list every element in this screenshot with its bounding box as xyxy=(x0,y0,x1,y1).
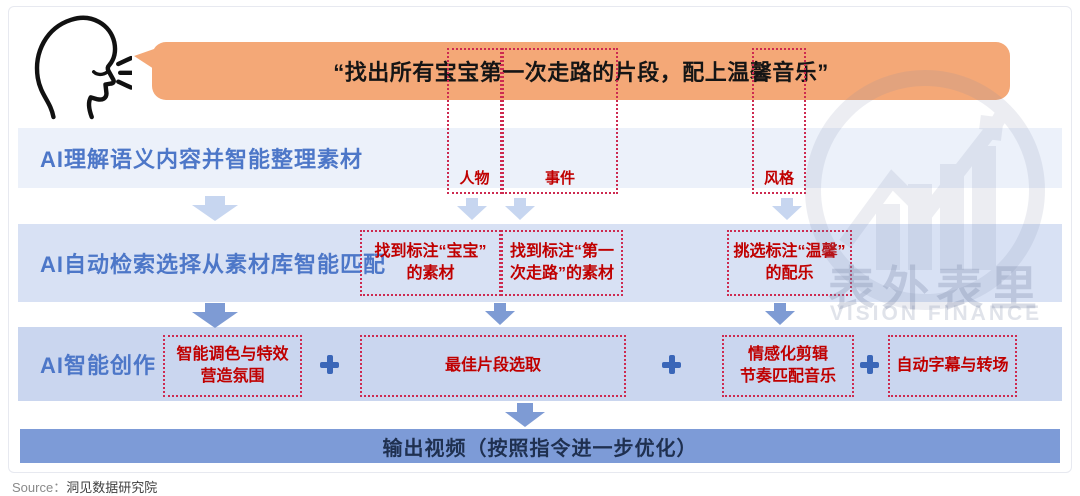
output-label: 输出视频（按照指令进一步优化） xyxy=(382,437,698,460)
row3-label: AI智能创作 xyxy=(40,353,157,378)
arrow-down-icon xyxy=(457,198,487,220)
match-box-person-text: 找到标注“宝宝” 的素材 xyxy=(374,242,487,282)
row-material-matching: AI自动检索选择从素材库智能匹配 xyxy=(18,224,1062,302)
band-label-style: 风格 xyxy=(763,170,794,187)
band-label-person: 人物 xyxy=(459,170,490,187)
creation-box-emotional-editing: 情感化剪辑 节奏匹配音乐 xyxy=(722,335,854,397)
source-prefix: Source： xyxy=(12,480,67,495)
creation-box-subtitles-transitions-text: 自动字幕与转场 xyxy=(896,356,1009,374)
content-frame xyxy=(8,6,1072,473)
match-box-style: 挑选标注“温馨” 的配乐 xyxy=(727,230,852,296)
creation-box-emotional-editing-text: 情感化剪辑 节奏匹配音乐 xyxy=(739,345,836,385)
speech-bubble-tail xyxy=(134,49,154,69)
plus-icon xyxy=(860,355,879,374)
match-box-person: 找到标注“宝宝” 的素材 xyxy=(360,230,501,296)
match-box-event: 找到标注“第一 次走路”的素材 xyxy=(501,230,623,296)
plus-icon xyxy=(320,355,339,374)
annotation-band-style: 风格 xyxy=(752,48,806,194)
match-box-style-text: 挑选标注“温馨” 的配乐 xyxy=(733,242,846,282)
annotation-band-person: 人物 xyxy=(447,48,502,194)
creation-box-color-grading: 智能调色与特效 营造氛围 xyxy=(163,335,302,397)
arrow-down-icon xyxy=(772,198,802,220)
arrow-down-icon xyxy=(485,303,515,325)
band-label-event: 事件 xyxy=(544,170,575,187)
arrow-down-icon xyxy=(765,303,795,325)
arrow-down-icon xyxy=(192,196,238,221)
annotation-band-event: 事件 xyxy=(502,48,618,194)
arrow-down-icon xyxy=(192,303,238,328)
match-box-event-text: 找到标注“第一 次走路”的素材 xyxy=(509,242,614,282)
creation-box-best-clips: 最佳片段选取 xyxy=(360,335,626,397)
source-name: 洞见数据研究院 xyxy=(66,480,158,495)
output-row: 输出视频（按照指令进一步优化） xyxy=(20,429,1060,463)
creation-box-color-grading-text: 智能调色与特效 营造氛围 xyxy=(176,345,289,385)
arrow-down-icon xyxy=(505,198,535,220)
creation-box-subtitles-transitions: 自动字幕与转场 xyxy=(888,335,1017,397)
row1-label: AI理解语义内容并智能整理素材 xyxy=(40,147,364,172)
plus-icon xyxy=(662,355,681,374)
speech-bubble: “找出所有宝宝第一次走路的片段，配上温馨音乐” xyxy=(152,42,1010,100)
creation-box-best-clips-text: 最佳片段选取 xyxy=(444,356,541,374)
speech-text: “找出所有宝宝第一次走路的片段，配上温馨音乐” xyxy=(333,60,829,85)
speaking-head-icon xyxy=(34,15,132,120)
row2-label: AI自动检索选择从素材库智能匹配 xyxy=(40,252,387,277)
row-semantic-understanding: AI理解语义内容并智能整理素材 xyxy=(18,128,1062,188)
arrow-down-icon xyxy=(505,403,545,427)
source-line: Source：洞见数据研究院 xyxy=(12,477,157,496)
